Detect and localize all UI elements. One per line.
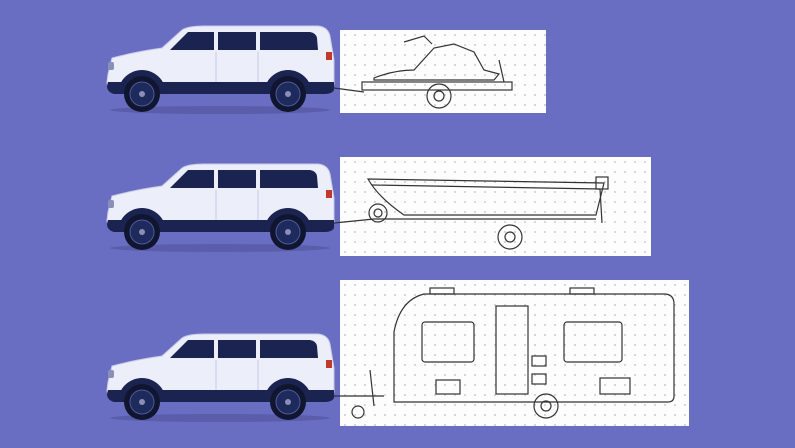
snowmobile-trailer-panel: [340, 30, 546, 113]
travel-trailer-icon: [334, 287, 675, 419]
suv-icon: [104, 24, 336, 116]
snowmobile-trailer-icon: [334, 35, 513, 109]
suv-icon: [104, 332, 336, 424]
suv-icon: [104, 162, 336, 254]
boat-trailer-icon: [334, 176, 609, 250]
